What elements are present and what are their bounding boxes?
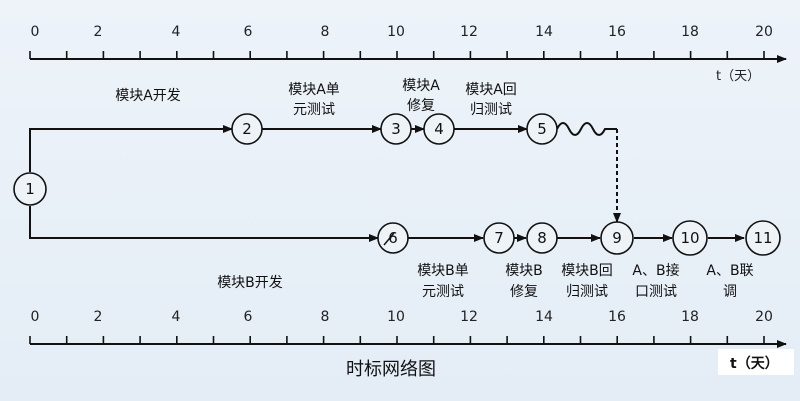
bottom-tick-label: 12 bbox=[460, 309, 478, 325]
node-2: 2 bbox=[231, 113, 263, 145]
edge-1-down bbox=[29, 206, 379, 242]
node-11: 11 bbox=[745, 220, 781, 256]
top-tick-label: 16 bbox=[608, 24, 626, 40]
svg-text:2: 2 bbox=[242, 120, 252, 138]
bottom-tick-label: 0 bbox=[31, 309, 40, 325]
node-3: 3 bbox=[380, 113, 412, 145]
top-tick-label: 8 bbox=[321, 24, 330, 40]
task-module-b-fix-line1: 模块B bbox=[505, 263, 543, 279]
bottom-axis-unit: t（天） bbox=[730, 356, 779, 372]
bottom-tick-label: 4 bbox=[172, 309, 181, 325]
node-10: 10 bbox=[672, 220, 708, 256]
svg-text:10: 10 bbox=[680, 229, 699, 247]
task-module-b-regression-line2: 归测试 bbox=[566, 283, 608, 300]
task-module-a-unit-test-line1: 模块A单 bbox=[288, 82, 340, 98]
bottom-tick-label: 16 bbox=[608, 309, 626, 325]
task-module-a-fix-line1: 模块A bbox=[402, 78, 440, 94]
task-module-b-regression-line1: 模块B回 bbox=[561, 263, 613, 279]
top-tick-label: 4 bbox=[172, 24, 181, 40]
top-axis-ticks bbox=[29, 51, 765, 59]
bottom-axis-tick-labels: 0 2 4 6 8 10 12 14 16 18 20 bbox=[31, 309, 773, 325]
top-tick-label: 12 bbox=[460, 24, 478, 40]
task-module-b-dev: 模块B开发 bbox=[217, 275, 283, 291]
task-labels: 模块A开发 模块A单 元测试 模块A 修复 模块A回 归测试 模块B开发 模块B… bbox=[115, 78, 753, 300]
network-nodes: 1 2 3 4 5 6 7 8 bbox=[13, 113, 781, 256]
task-module-b-unit-test-line1: 模块B单 bbox=[417, 263, 469, 279]
svg-text:4: 4 bbox=[434, 120, 444, 138]
top-tick-label: 18 bbox=[681, 24, 699, 40]
task-module-a-dev: 模块A开发 bbox=[115, 88, 181, 104]
task-ab-interface-test-line2: 口测试 bbox=[635, 284, 677, 300]
edge-1-up bbox=[29, 125, 233, 172]
task-ab-integration-line1: A、B联 bbox=[706, 263, 753, 279]
task-ab-integration-line2: 调 bbox=[723, 284, 737, 300]
bottom-axis-ticks bbox=[29, 336, 765, 344]
top-axis-tick-labels: 0 2 4 6 8 10 12 14 16 18 20 bbox=[31, 24, 773, 40]
svg-text:8: 8 bbox=[537, 229, 547, 247]
node-8: 8 bbox=[526, 222, 558, 254]
bottom-tick-label: 18 bbox=[681, 309, 699, 325]
bottom-tick-label: 2 bbox=[94, 309, 103, 325]
node-6-strike bbox=[383, 232, 395, 246]
task-module-a-unit-test-line2: 元测试 bbox=[293, 102, 335, 118]
svg-text:5: 5 bbox=[537, 120, 547, 138]
node-4: 4 bbox=[423, 113, 455, 145]
svg-text:7: 7 bbox=[494, 229, 504, 247]
task-module-a-regression-line1: 模块A回 bbox=[465, 82, 517, 98]
node-7: 7 bbox=[483, 222, 515, 254]
task-module-b-unit-test-line2: 元测试 bbox=[422, 284, 464, 300]
network-edges bbox=[29, 122, 745, 242]
bottom-tick-label: 10 bbox=[387, 309, 405, 325]
node-5: 5 bbox=[526, 113, 558, 145]
node-1: 1 bbox=[13, 172, 47, 206]
node-6: 6 bbox=[377, 222, 409, 254]
top-tick-label: 6 bbox=[244, 24, 253, 40]
svg-text:1: 1 bbox=[25, 180, 35, 198]
edge-5-free-float bbox=[556, 122, 617, 136]
top-tick-label: 14 bbox=[535, 24, 553, 40]
diagram-caption: 时标网络图 bbox=[346, 359, 436, 380]
top-tick-label: 0 bbox=[31, 24, 40, 40]
task-ab-interface-test-line1: A、B接 bbox=[632, 262, 679, 279]
svg-text:3: 3 bbox=[391, 120, 401, 138]
top-tick-label: 2 bbox=[94, 24, 103, 40]
top-tick-label: 20 bbox=[755, 24, 773, 40]
bottom-axis-unit-box bbox=[718, 349, 794, 375]
svg-text:9: 9 bbox=[612, 229, 622, 247]
bottom-tick-label: 6 bbox=[244, 309, 253, 325]
top-time-axis: 0 2 4 6 8 10 12 14 16 18 20 t（天） bbox=[29, 24, 787, 84]
task-module-a-fix-line2: 修复 bbox=[407, 97, 435, 114]
bottom-time-axis: 0 2 4 6 8 10 12 14 16 18 20 t（天） bbox=[29, 309, 794, 375]
task-module-b-fix-line2: 修复 bbox=[510, 283, 538, 300]
node-9: 9 bbox=[600, 221, 634, 255]
bottom-tick-label: 8 bbox=[321, 309, 330, 325]
bottom-tick-label: 14 bbox=[535, 309, 553, 325]
top-tick-label: 10 bbox=[387, 24, 405, 40]
bottom-tick-label: 20 bbox=[755, 309, 773, 325]
svg-text:11: 11 bbox=[753, 229, 772, 247]
task-module-a-regression-line2: 归测试 bbox=[470, 101, 512, 118]
top-axis-unit: t（天） bbox=[716, 69, 760, 84]
svg-text:6: 6 bbox=[388, 229, 398, 247]
